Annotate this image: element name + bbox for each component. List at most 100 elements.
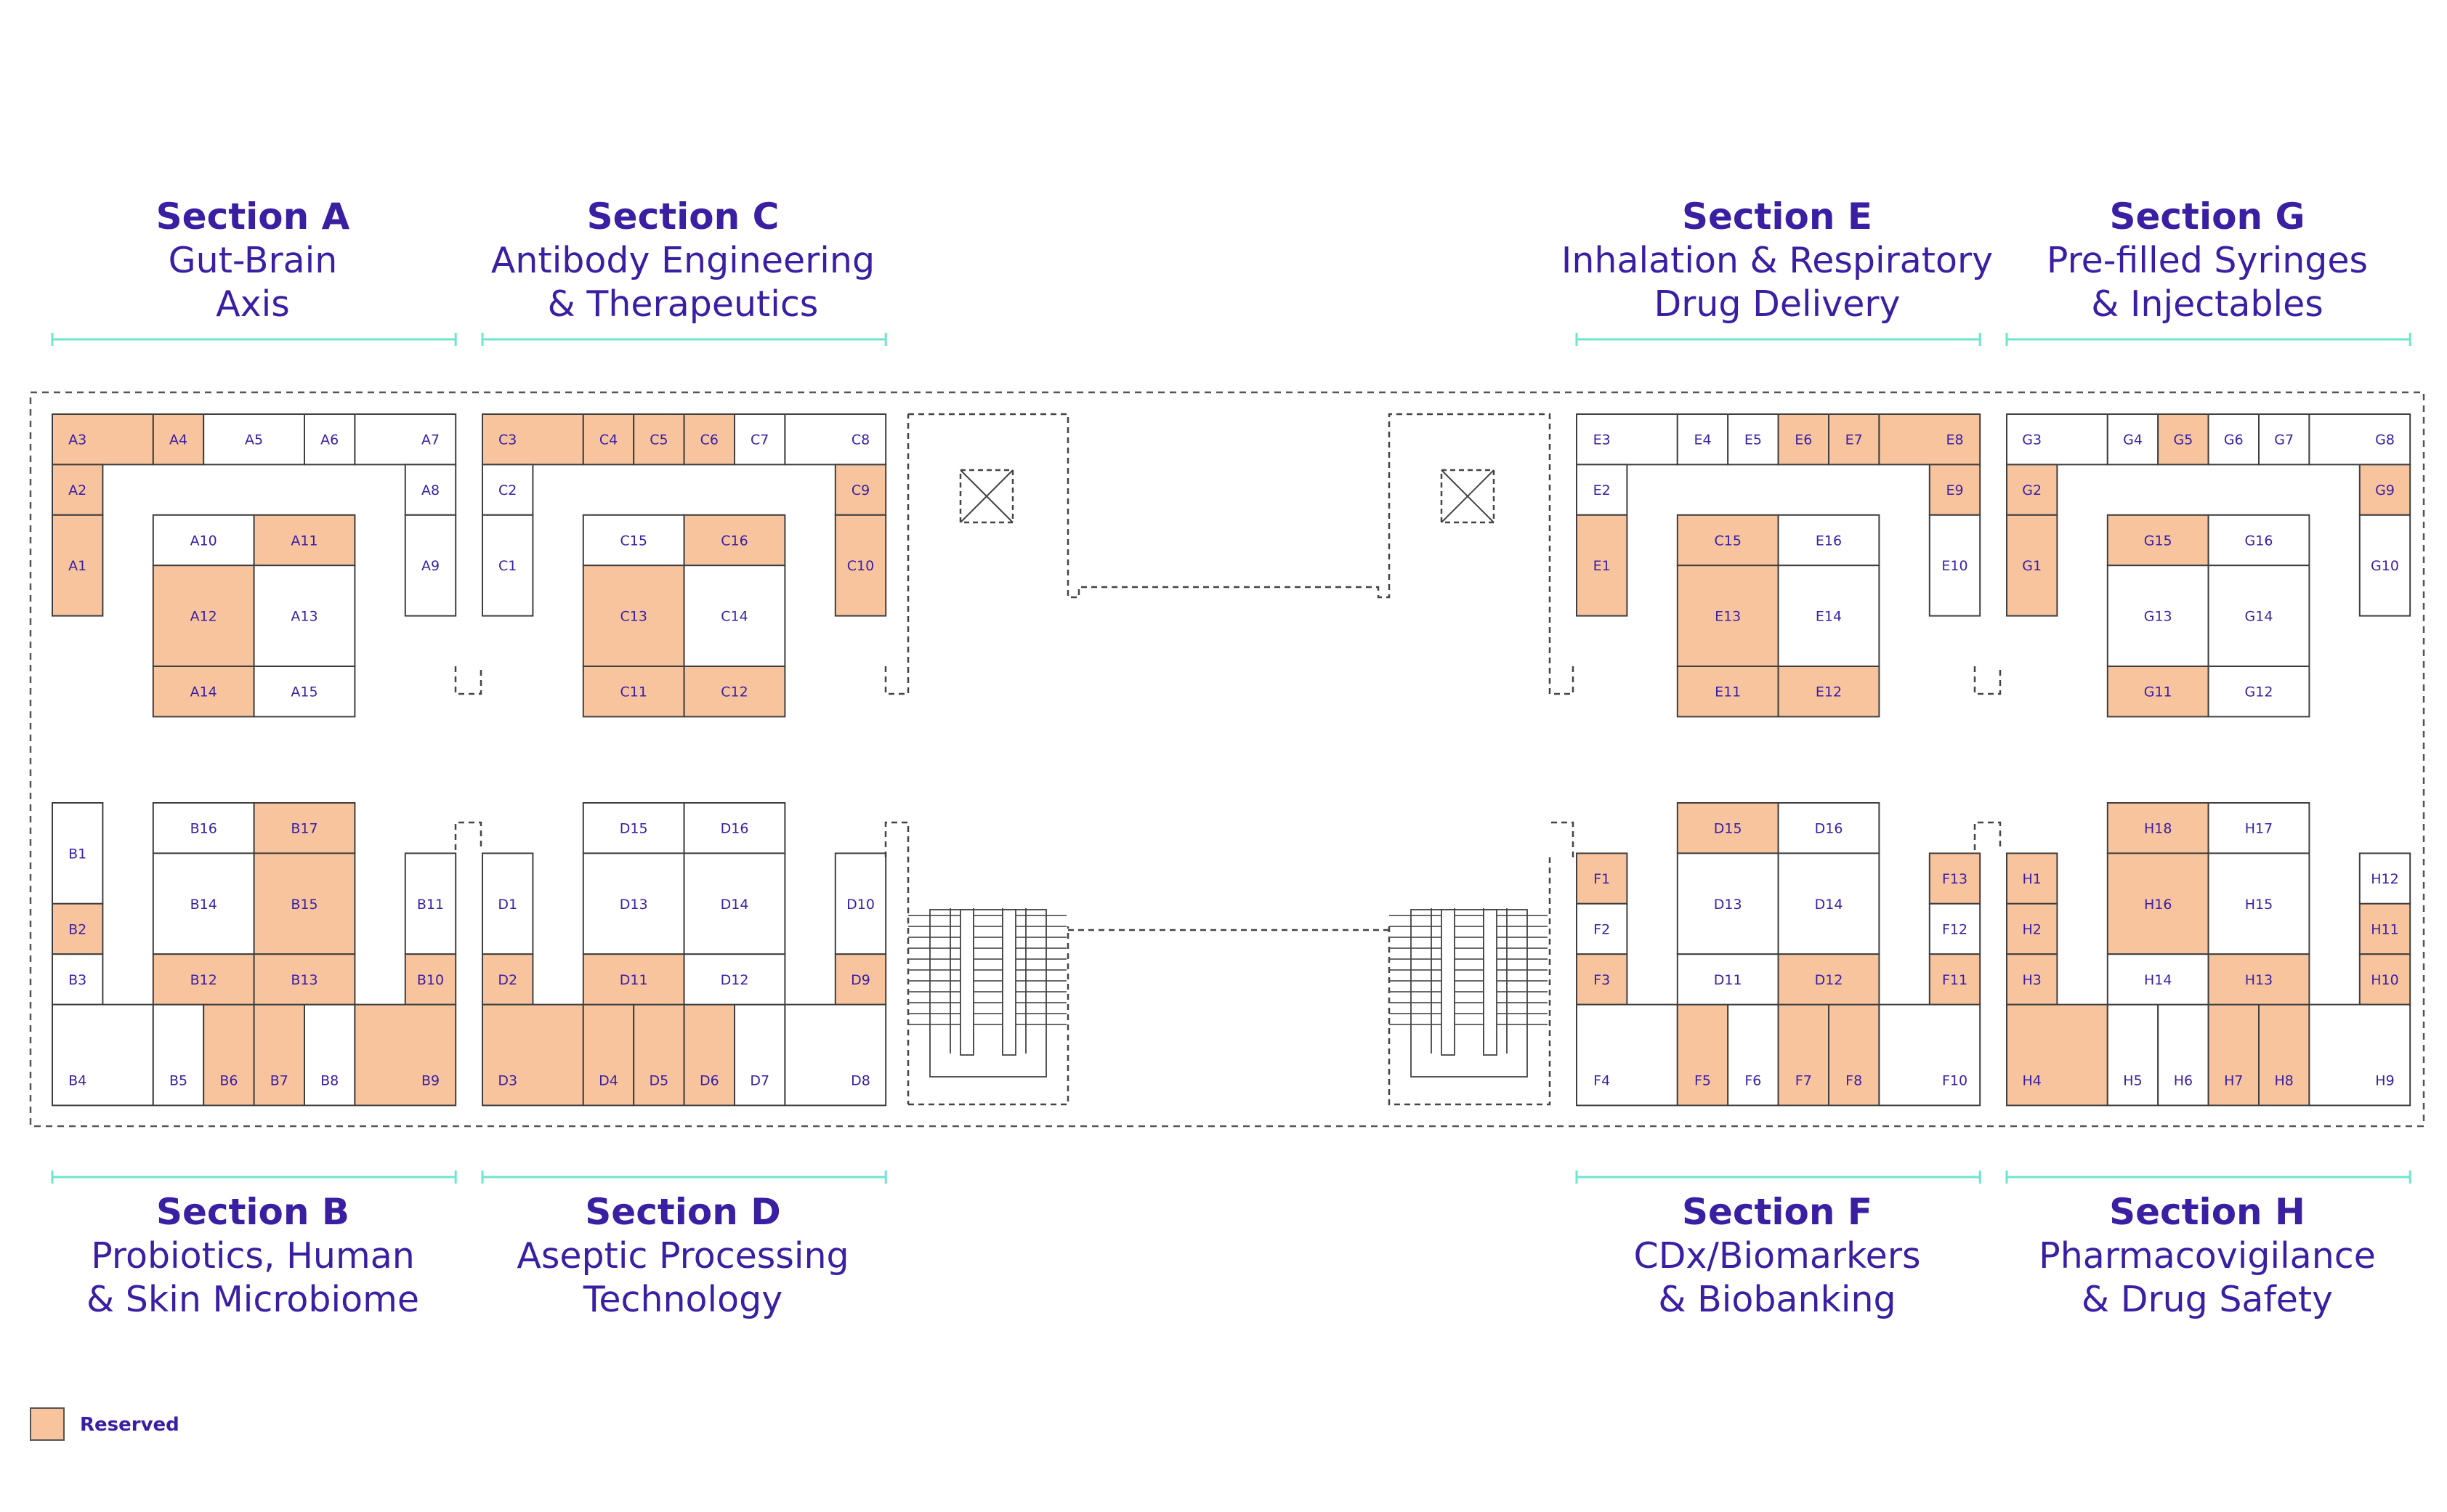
booth-h7[interactable]: H7 [2207, 1003, 2260, 1107]
booth-a3[interactable]: A3 [52, 413, 154, 466]
booth-a6[interactable]: A6 [304, 413, 356, 466]
booth-f13[interactable]: F13 [1928, 852, 1981, 905]
booth-h13[interactable]: H13 [2207, 953, 2310, 1006]
booth-b13[interactable]: B13 [253, 953, 356, 1006]
booth-f12[interactable]: F12 [1928, 902, 1981, 955]
booth-d13[interactable]: D13 [1676, 852, 1779, 955]
booth-c8[interactable]: C8 [784, 413, 887, 466]
booth-c2[interactable]: C2 [482, 464, 534, 516]
booth-g13[interactable]: G13 [2106, 565, 2209, 668]
booth-a1[interactable]: A1 [52, 514, 104, 617]
booth-h18[interactable]: H18 [2106, 802, 2209, 854]
booth-a11[interactable]: A11 [253, 514, 356, 567]
booth-a4[interactable]: A4 [152, 413, 205, 466]
booth-a13[interactable]: A13 [253, 565, 356, 668]
booth-f11[interactable]: F11 [1928, 953, 1981, 1006]
booth-f3[interactable]: F3 [1576, 953, 1628, 1006]
booth-d6[interactable]: D6 [683, 1003, 735, 1107]
booth-c7[interactable]: C7 [734, 413, 786, 466]
booth-a9[interactable]: A9 [404, 514, 457, 617]
booth-b6[interactable]: B6 [203, 1003, 255, 1107]
booth-c16[interactable]: C16 [683, 514, 786, 567]
booth-a10[interactable]: A10 [152, 514, 255, 567]
booth-c1[interactable]: C1 [482, 514, 534, 617]
booth-d8[interactable]: D8 [784, 1003, 887, 1107]
booth-d12[interactable]: D12 [683, 953, 786, 1006]
booth-e4[interactable]: E4 [1676, 413, 1729, 466]
booth-g9[interactable]: G9 [2358, 464, 2411, 516]
booth-d13[interactable]: D13 [582, 852, 685, 955]
booth-g3[interactable]: G3 [2006, 413, 2108, 466]
booth-b8[interactable]: B8 [304, 1003, 356, 1107]
booth-g6[interactable]: G6 [2207, 413, 2260, 466]
booth-e5[interactable]: E5 [1727, 413, 1779, 466]
booth-g15[interactable]: G15 [2106, 514, 2209, 567]
booth-c11[interactable]: C11 [582, 666, 685, 718]
booth-e7[interactable]: E7 [1828, 413, 1880, 466]
booth-a12[interactable]: A12 [152, 565, 255, 668]
booth-h6[interactable]: H6 [2157, 1003, 2209, 1107]
booth-d12[interactable]: D12 [1777, 953, 1880, 1006]
booth-g16[interactable]: G16 [2207, 514, 2310, 567]
booth-e9[interactable]: E9 [1928, 464, 1981, 516]
booth-c10[interactable]: C10 [834, 514, 887, 617]
booth-e13[interactable]: E13 [1676, 565, 1779, 668]
booth-c6[interactable]: C6 [683, 413, 735, 466]
booth-a14[interactable]: A14 [152, 666, 255, 718]
booth-d14[interactable]: D14 [683, 852, 786, 955]
booth-b11[interactable]: B11 [404, 852, 457, 955]
booth-e2[interactable]: E2 [1576, 464, 1628, 516]
booth-b7[interactable]: B7 [253, 1003, 306, 1107]
booth-d11[interactable]: D11 [1676, 953, 1779, 1006]
booth-h9[interactable]: H9 [2308, 1003, 2411, 1107]
booth-c13[interactable]: C13 [582, 565, 685, 668]
booth-h15[interactable]: H15 [2207, 852, 2310, 955]
booth-a15[interactable]: A15 [253, 666, 356, 718]
booth-b2[interactable]: B2 [52, 902, 104, 955]
booth-d5[interactable]: D5 [633, 1003, 685, 1107]
booth-h11[interactable]: H11 [2358, 902, 2411, 955]
booth-h5[interactable]: H5 [2106, 1003, 2159, 1107]
booth-h12[interactable]: H12 [2358, 852, 2411, 905]
booth-h3[interactable]: H3 [2006, 953, 2058, 1006]
booth-f5[interactable]: F5 [1676, 1003, 1729, 1107]
booth-f4[interactable]: F4 [1576, 1003, 1678, 1107]
booth-e8[interactable]: E8 [1878, 413, 1981, 466]
booth-e14[interactable]: E14 [1777, 565, 1880, 668]
booth-g8[interactable]: G8 [2308, 413, 2411, 466]
booth-e3[interactable]: E3 [1576, 413, 1678, 466]
booth-c12[interactable]: C12 [683, 666, 786, 718]
booth-d1[interactable]: D1 [482, 852, 534, 955]
booth-g5[interactable]: G5 [2157, 413, 2209, 466]
booth-f8[interactable]: F8 [1828, 1003, 1880, 1107]
booth-b5[interactable]: B5 [152, 1003, 205, 1107]
booth-c4[interactable]: C4 [582, 413, 635, 466]
booth-c14[interactable]: C14 [683, 565, 786, 668]
booth-g11[interactable]: G11 [2106, 666, 2209, 718]
booth-b9[interactable]: B9 [354, 1003, 457, 1107]
booth-e6[interactable]: E6 [1777, 413, 1830, 466]
booth-d3[interactable]: D3 [482, 1003, 584, 1107]
booth-g2[interactable]: G2 [2006, 464, 2058, 516]
booth-d4[interactable]: D4 [582, 1003, 635, 1107]
booth-e16[interactable]: E16 [1777, 514, 1880, 567]
booth-d7[interactable]: D7 [734, 1003, 786, 1107]
booth-g12[interactable]: G12 [2207, 666, 2310, 718]
booth-g7[interactable]: G7 [2258, 413, 2310, 466]
booth-d15[interactable]: D15 [582, 802, 685, 854]
booth-b14[interactable]: B14 [152, 852, 255, 955]
booth-h14[interactable]: H14 [2106, 953, 2209, 1006]
booth-e12[interactable]: E12 [1777, 666, 1880, 718]
booth-d2[interactable]: D2 [482, 953, 534, 1006]
booth-b16[interactable]: B16 [152, 802, 255, 854]
booth-d16[interactable]: D16 [1777, 802, 1880, 854]
booth-h17[interactable]: H17 [2207, 802, 2310, 854]
booth-d9[interactable]: D9 [834, 953, 887, 1006]
booth-f6[interactable]: F6 [1727, 1003, 1779, 1107]
booth-c5[interactable]: C5 [633, 413, 685, 466]
booth-h4[interactable]: H4 [2006, 1003, 2108, 1107]
booth-f2[interactable]: F2 [1576, 902, 1628, 955]
booth-e10[interactable]: E10 [1928, 514, 1981, 617]
booth-h8[interactable]: H8 [2258, 1003, 2310, 1107]
booth-d10[interactable]: D10 [834, 852, 887, 955]
